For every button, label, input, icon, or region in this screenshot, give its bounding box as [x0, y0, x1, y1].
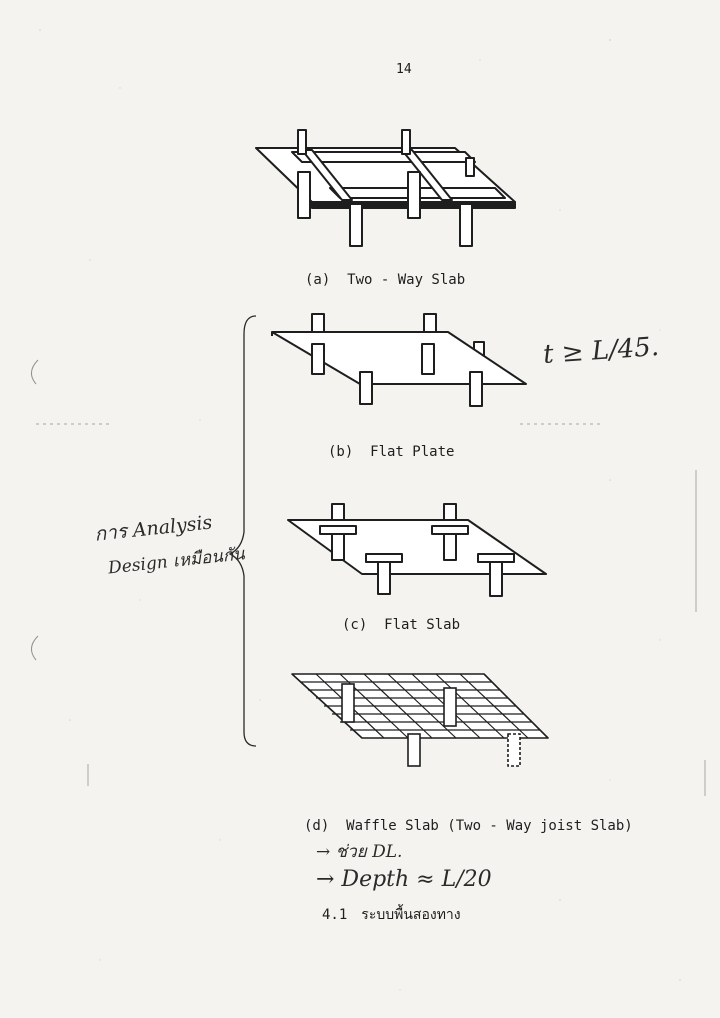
figure-waffle-slab [291, 673, 549, 767]
waffle-note-line1: → ช่วย DL. [316, 842, 403, 862]
section-heading: 4.1 ระบบพื้นสองทาง [322, 904, 461, 926]
caption-waffle-slab: (d) Waffle Slab (Two - Way joist Slab) [304, 818, 633, 834]
figure-flat-slab [287, 503, 547, 597]
caption-two-way-slab: (a) Two - Way Slab [305, 272, 466, 288]
section-number: 4.1 [322, 907, 348, 923]
waffle-note-line2: → Depth ≈ L/20 [316, 867, 492, 892]
caption-flat-slab: (c) Flat Slab [342, 617, 461, 633]
caption-flat-plate: (b) Flat Plate [328, 444, 455, 460]
page-number: 14 [396, 62, 412, 77]
figure-flat-plate [271, 313, 527, 407]
section-title: ระบบพื้นสองทาง [361, 907, 461, 923]
handwritten-waffle-note: → ช่วย DL. → Depth ≈ L/20 [316, 838, 492, 892]
handwritten-brace [228, 315, 257, 747]
figure-two-way-slab [255, 129, 516, 247]
